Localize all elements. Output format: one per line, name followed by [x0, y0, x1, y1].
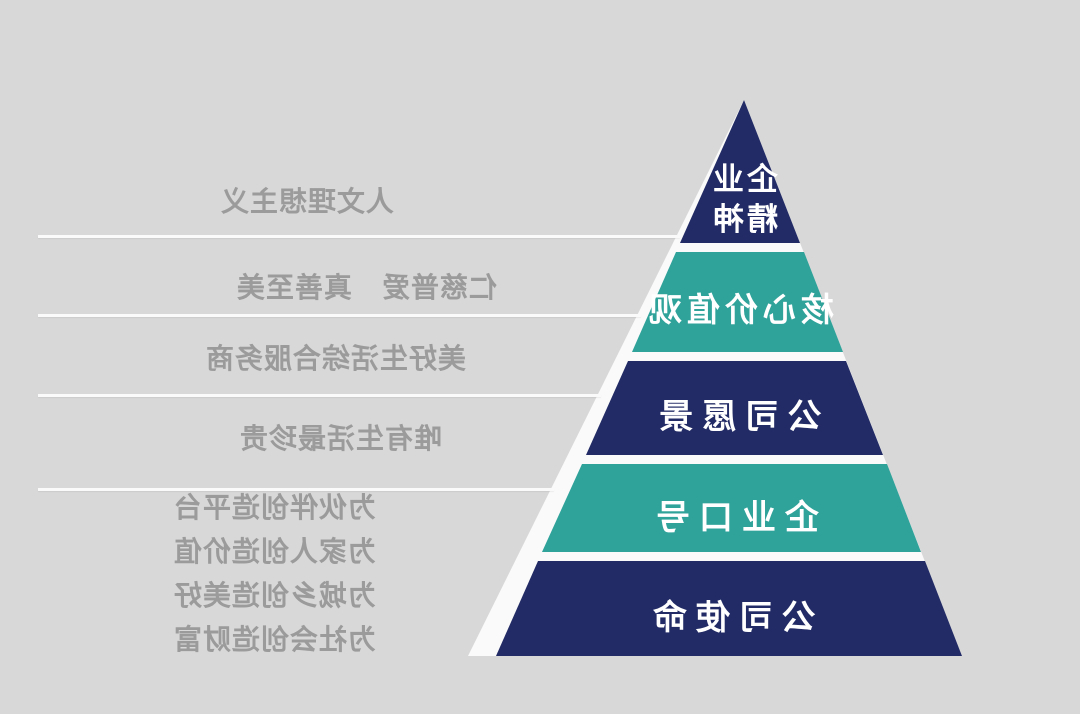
separator-line-2: [38, 314, 641, 317]
tier-shape-company-mission: [496, 561, 962, 656]
tier-label-company-vision: 公司愿景: [650, 397, 822, 437]
separator-line-3: [38, 394, 601, 397]
annotation-mission-line: 为社会创造财富: [172, 623, 376, 656]
annotation-mission-line: 为城乡创造美好: [172, 579, 376, 612]
annotation-vision: 美好生活综合服务商: [204, 342, 466, 375]
annotation-values: 仁慈普爱 真善至美: [235, 271, 497, 304]
tier-label-company-mission: 公司使命: [644, 598, 816, 638]
annotation-spirit: 人文理想主义: [219, 185, 394, 218]
annotation-mission-list: 为伙伴创造平台 为家人创造价值 为城乡创造美好 为社会创造财富: [173, 486, 376, 662]
annotation-mission-line: 为家人创造价值: [172, 535, 376, 568]
tier-shape-enterprise-spirit: [680, 100, 800, 243]
annotation-slogan: 唯有生活最珍贵: [238, 422, 442, 455]
separator-line-1: [38, 235, 680, 238]
tier-shape-enterprise-slogan: [542, 464, 921, 552]
tier-label-core-values: 核心价值观: [644, 290, 834, 329]
tier-shape-company-vision: [586, 361, 883, 455]
tier-shape-core-values: [632, 252, 843, 352]
tier-label-enterprise-spirit: 企业 精神: [710, 162, 778, 238]
annotation-mission-line: 为伙伴创造平台: [172, 491, 376, 524]
tier-label-enterprise-slogan: 企业口号: [647, 498, 819, 538]
